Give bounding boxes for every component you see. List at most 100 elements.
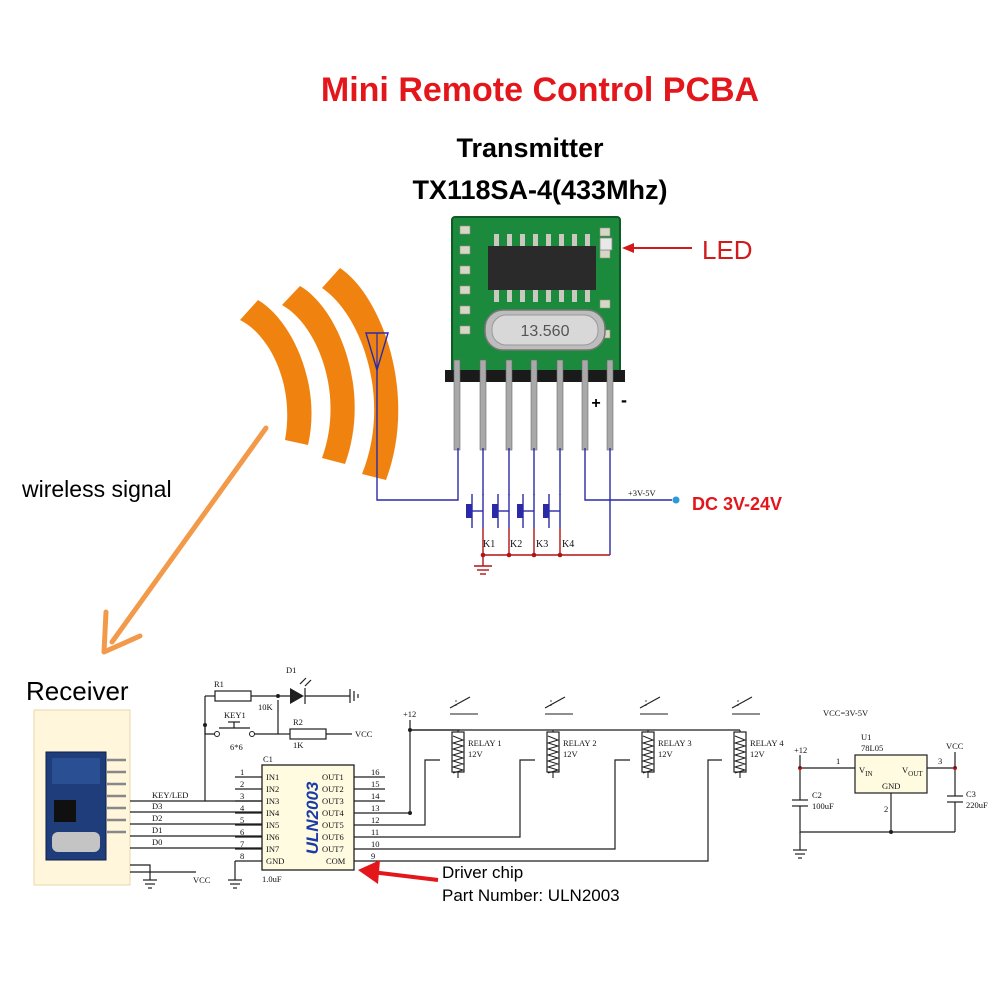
subtitle-transmitter: Transmitter (456, 133, 604, 163)
ic-pin-num-1: 1 (240, 767, 244, 777)
relay3-voltage: 12V (658, 749, 674, 759)
pcb-led (599, 237, 613, 251)
signal-arrow (101, 425, 269, 655)
pin-d2: D2 (152, 813, 162, 823)
relay-1-icon (449, 696, 478, 778)
regulator-circuit (792, 752, 963, 859)
ic-pin-name-in6: IN6 (266, 832, 279, 842)
r2-value: 1K (293, 740, 304, 750)
ic-pin-num-13: 13 (371, 803, 380, 813)
c3-label: C3 (966, 789, 976, 799)
button-label-k2: K2 (510, 539, 522, 550)
ic-pin-num-15: 15 (371, 779, 380, 789)
pin-d0: D0 (152, 837, 162, 847)
d1-label: D1 (286, 665, 296, 675)
ic-pin-name-out1: OUT1 (322, 772, 344, 782)
ic-pin-num-2: 2 (240, 779, 244, 789)
uln2003-name: ULN2003 (303, 781, 322, 854)
ic-pin-name-com: COM (326, 856, 346, 866)
r1-label: R1 (214, 679, 224, 689)
vcc-small-label: +3V-5V (628, 488, 656, 498)
relay2-voltage: 12V (563, 749, 579, 759)
relay-4-icon (731, 696, 760, 778)
ic-pin-name-out7: OUT7 (322, 844, 344, 854)
ic-pin-num-4: 4 (240, 803, 245, 813)
diode-d1-icon (290, 677, 312, 704)
ic-pin-name-in3: IN3 (266, 796, 279, 806)
ic-pin-name-out3: OUT3 (322, 796, 344, 806)
ic-pin-name-out2: OUT2 (322, 784, 344, 794)
wireless-signal-label: wireless signal (21, 476, 172, 502)
button-k4 (543, 494, 561, 528)
dc-range-label: DC 3V-24V (692, 494, 782, 514)
uln2003-chip: ULN2003 C1 1.0uF (228, 754, 385, 889)
button-k1 (466, 494, 484, 528)
receiver-title: Receiver (26, 676, 129, 706)
ic-pin-num-9: 9 (371, 851, 375, 861)
ic-pin-num-8: 8 (240, 851, 244, 861)
key1-label: KEY1 (224, 710, 246, 720)
driver-chip-arrow (358, 860, 439, 884)
ic-pin-name-in5: IN5 (266, 820, 279, 830)
u1-label: U1 (861, 732, 871, 742)
ic-pin-num-5: 5 (240, 815, 244, 825)
ic-pin-num-10: 10 (371, 839, 380, 849)
ic-pin-name-in4: IN4 (266, 808, 280, 818)
crystal-label: 13.560 (521, 323, 570, 340)
driver-chip-label: Driver chip (442, 863, 523, 882)
receiver-vcc: VCC (193, 875, 211, 885)
relays (449, 696, 760, 778)
driver-chip-part: Part Number: ULN2003 (442, 886, 620, 905)
relay-3-icon (639, 696, 668, 778)
ic-pin-num-11: 11 (371, 827, 379, 837)
uln2003-ref: C1 (263, 754, 273, 764)
button-label-k1: K1 (483, 539, 495, 550)
ic-pin-num-6: 6 (240, 827, 244, 837)
relay-2-icon (544, 696, 573, 778)
button-label-k4: K4 (562, 539, 574, 550)
key1-value: 6*6 (230, 742, 243, 752)
button-k3 (517, 494, 535, 528)
subtitle-model: TX118SA-4(433Mhz) (412, 175, 667, 205)
led-key-circuit (203, 677, 359, 740)
ic-pin-name-in1: IN1 (266, 772, 279, 782)
transmitter-wiring (376, 370, 680, 555)
plus-label: + (591, 395, 600, 412)
relay1-voltage: 12V (468, 749, 484, 759)
ic-pin-name-in2: IN2 (266, 784, 279, 794)
push-buttons (466, 494, 610, 575)
c3-value: 220uF (966, 800, 988, 810)
reg-gnd: GND (882, 781, 900, 791)
relay4-name: RELAY 4 (750, 738, 784, 748)
ic-pin-num-12: 12 (371, 815, 380, 825)
vcc-note: VCC=3V-5V (823, 708, 869, 718)
pin-d3: D3 (152, 801, 162, 811)
reg-vin: VIN (859, 765, 873, 778)
reg-vcc: VCC (946, 741, 964, 751)
r1-value: 10K (258, 702, 274, 712)
pin-key-led: KEY/LED (152, 790, 188, 800)
page-title: Mini Remote Control PCBA (321, 71, 759, 109)
uln2003-cap: 1.0uF (262, 874, 282, 884)
receiver-module (33, 709, 131, 886)
relay-supply: +12 (403, 709, 416, 719)
c2-value: 100uF (812, 801, 834, 811)
ic-pin-name-out5: OUT5 (322, 820, 344, 830)
vcc-label-top: VCC (355, 729, 373, 739)
ic-pin-name-in7: IN7 (266, 844, 279, 854)
pin-d1: D1 (152, 825, 162, 835)
reg-vout: VOUT (902, 765, 923, 778)
led-label: LED (702, 235, 753, 265)
crystal-oscillator: 13.560 (484, 309, 606, 351)
dc-input-node (672, 496, 680, 504)
button-k2 (492, 494, 510, 528)
relay2-name: RELAY 2 (563, 738, 597, 748)
button-label-k3: K3 (536, 539, 548, 550)
reg-pin1: 1 (836, 756, 840, 766)
relay1-name: RELAY 1 (468, 738, 502, 748)
minus-label: - (621, 390, 627, 410)
encoder-ic (488, 234, 596, 302)
relay3-name: RELAY 3 (658, 738, 692, 748)
ic-pin-name-gnd: GND (266, 856, 284, 866)
